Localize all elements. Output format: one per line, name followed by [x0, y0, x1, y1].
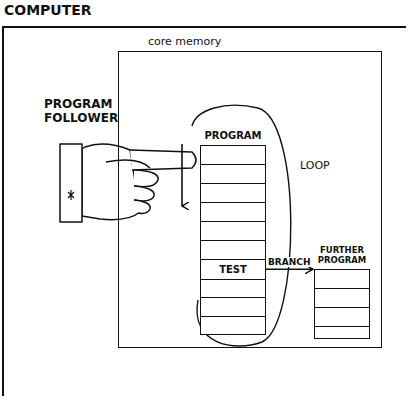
memory-cells	[314, 269, 370, 339]
test-cell: TEST	[200, 259, 266, 280]
cell-text: TEST	[219, 264, 247, 276]
program-follower-label: PROGRAM FOLLOWER	[44, 98, 136, 126]
node-heading: COMPUTER	[4, 2, 92, 18]
node-heading: core memory	[148, 36, 221, 49]
memory-cells	[200, 145, 266, 335]
branch-arrow	[266, 268, 313, 270]
edge-label: BRANCH	[267, 257, 311, 267]
follow-arrow	[181, 144, 183, 206]
core-memory-box: core memoryPROGRAM TEST FURTHER PROGRAM	[118, 36, 382, 348]
loop-oval	[192, 105, 291, 346]
further-program-list: FURTHER PROGRAM	[314, 246, 370, 339]
computer-frame: COMPUTER core memoryPROGRAM TEST FURTHER PR…	[2, 2, 406, 396]
pointing-hand	[60, 144, 196, 222]
node-heading: FURTHER PROGRAM	[314, 246, 370, 266]
program-list: PROGRAM TEST	[200, 130, 266, 335]
loop-label: LOOP	[300, 160, 360, 173]
node-heading: PROGRAM	[200, 130, 266, 142]
